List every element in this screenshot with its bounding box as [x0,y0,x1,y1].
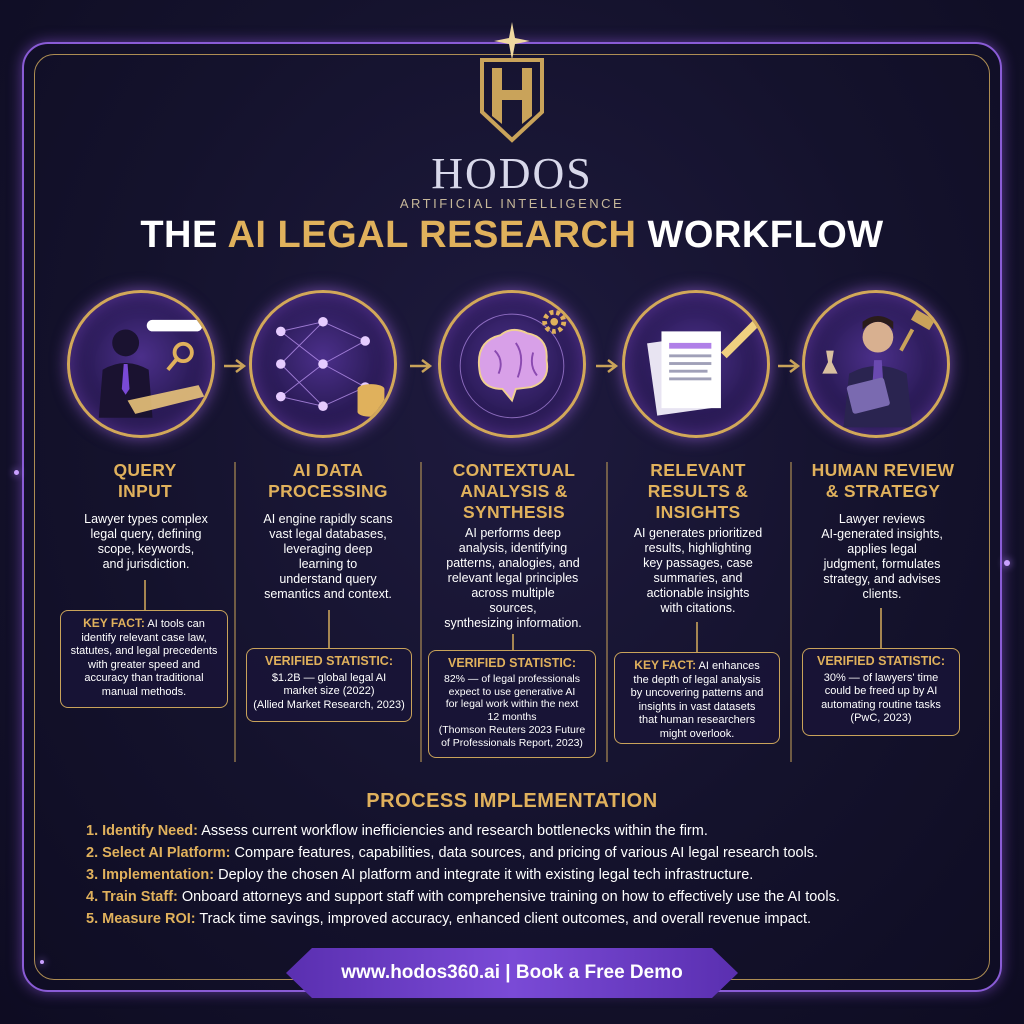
brand-name: HODOS [431,149,593,198]
column-divider [606,462,608,762]
implementation-list: 1. Identify Need: Assess current workflo… [86,820,986,930]
sparkle-decoration [14,470,19,475]
brain-gear-icon [438,290,586,438]
lawyer-tablet-gavel-icon [802,290,950,438]
implementation-title: PROCESS IMPLEMENTATION [366,790,658,812]
step-title: HUMAN REVIEW& STRATEGY [811,460,955,501]
title-part-2: AI LEGAL RESEARCH [227,214,637,256]
verified-statistic-box: VERIFIED STATISTIC: 82% — of legal profe… [428,650,596,758]
arrow-right-icon [224,359,247,373]
sparkle-decoration [1004,560,1010,566]
title-part-1: THE [140,214,228,256]
column-divider [234,462,236,762]
connector-line [880,608,882,648]
list-item: 1. Identify Need: Assess current workflo… [86,823,708,839]
connector-line [512,634,514,650]
connector-line [328,610,330,648]
book-demo-button[interactable]: www.hodos360.ai | Book a Free Demo [341,962,683,983]
key-fact-box: KEY FACT: AI enhances the depth of legal… [614,652,780,744]
list-item: 5. Measure ROI: Track time savings, impr… [86,911,812,927]
verified-statistic-box: VERIFIED STATISTIC: 30% — of lawyers' ti… [802,648,960,736]
arrow-right-icon [778,359,801,373]
documents-highlight-icon [622,290,770,438]
connector-line [144,580,146,610]
brand-subtitle: ARTIFICIAL INTELLIGENCE [399,196,625,211]
arrow-right-icon [596,359,619,373]
verified-statistic-box: VERIFIED STATISTIC: $1.2B — global legal… [246,648,412,722]
column-divider [790,462,792,762]
lawyer-laptop-search-icon [67,290,215,438]
page-title: THE AI LEGAL RESEARCH WORKFLOW [0,214,1024,257]
column-divider [420,462,422,762]
arrow-right-icon [410,359,433,373]
list-item: 3. Implementation: Deploy the chosen AI … [86,867,754,883]
list-item: 2. Select AI Platform: Compare features,… [86,845,819,861]
connector-line [696,622,698,652]
neural-network-database-icon [249,290,397,438]
hodos-logo-icon [472,20,552,148]
list-item: 4. Train Staff: Onboard attorneys and su… [86,889,840,905]
cta-button-background [286,948,738,998]
sparkle-decoration [40,960,44,964]
title-part-3: WORKFLOW [636,214,884,256]
key-fact-box: KEY FACT: AI tools can identify relevant… [60,610,228,708]
